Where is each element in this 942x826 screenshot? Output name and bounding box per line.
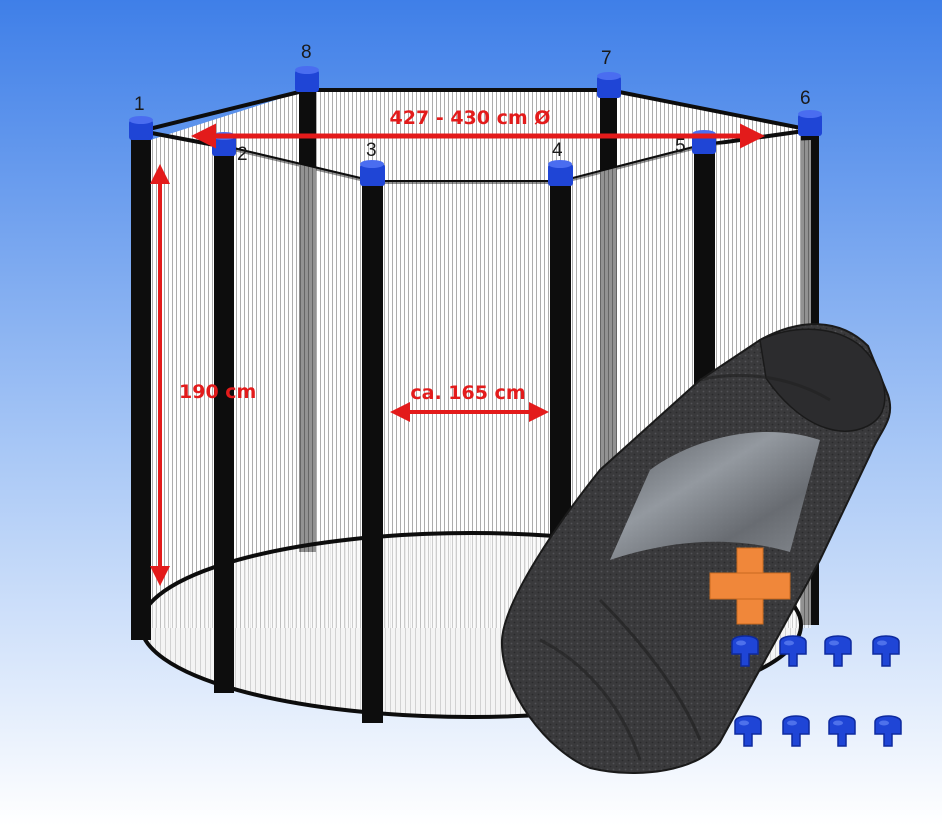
post-number-1: 1 — [134, 94, 145, 115]
post-number-8: 8 — [301, 42, 312, 63]
post-1 — [131, 132, 151, 640]
height-label: 190 cm — [179, 381, 256, 403]
post-number-6: 6 — [800, 88, 811, 109]
cap-7 — [597, 72, 621, 98]
opening-label: ca. 165 cm — [410, 382, 525, 404]
post-2 — [214, 148, 234, 693]
rolled-net-bag — [500, 323, 892, 774]
post-number-2: 2 — [237, 144, 248, 165]
post-number-4: 4 — [552, 140, 563, 161]
cap-4 — [548, 160, 573, 186]
post-number-5: 5 — [675, 136, 686, 157]
plastic-wrap — [610, 431, 820, 560]
cap-6 — [798, 110, 822, 136]
post-3 — [362, 180, 383, 723]
post-number-7: 7 — [601, 48, 612, 69]
diameter-label: 427 - 430 cm Ø — [390, 107, 551, 129]
post-number-3: 3 — [366, 140, 377, 161]
plus-icon — [709, 547, 791, 625]
cap-3 — [360, 160, 385, 186]
cap-8 — [295, 66, 319, 92]
dimension-arrows — [150, 123, 765, 586]
cap-1 — [129, 116, 153, 140]
